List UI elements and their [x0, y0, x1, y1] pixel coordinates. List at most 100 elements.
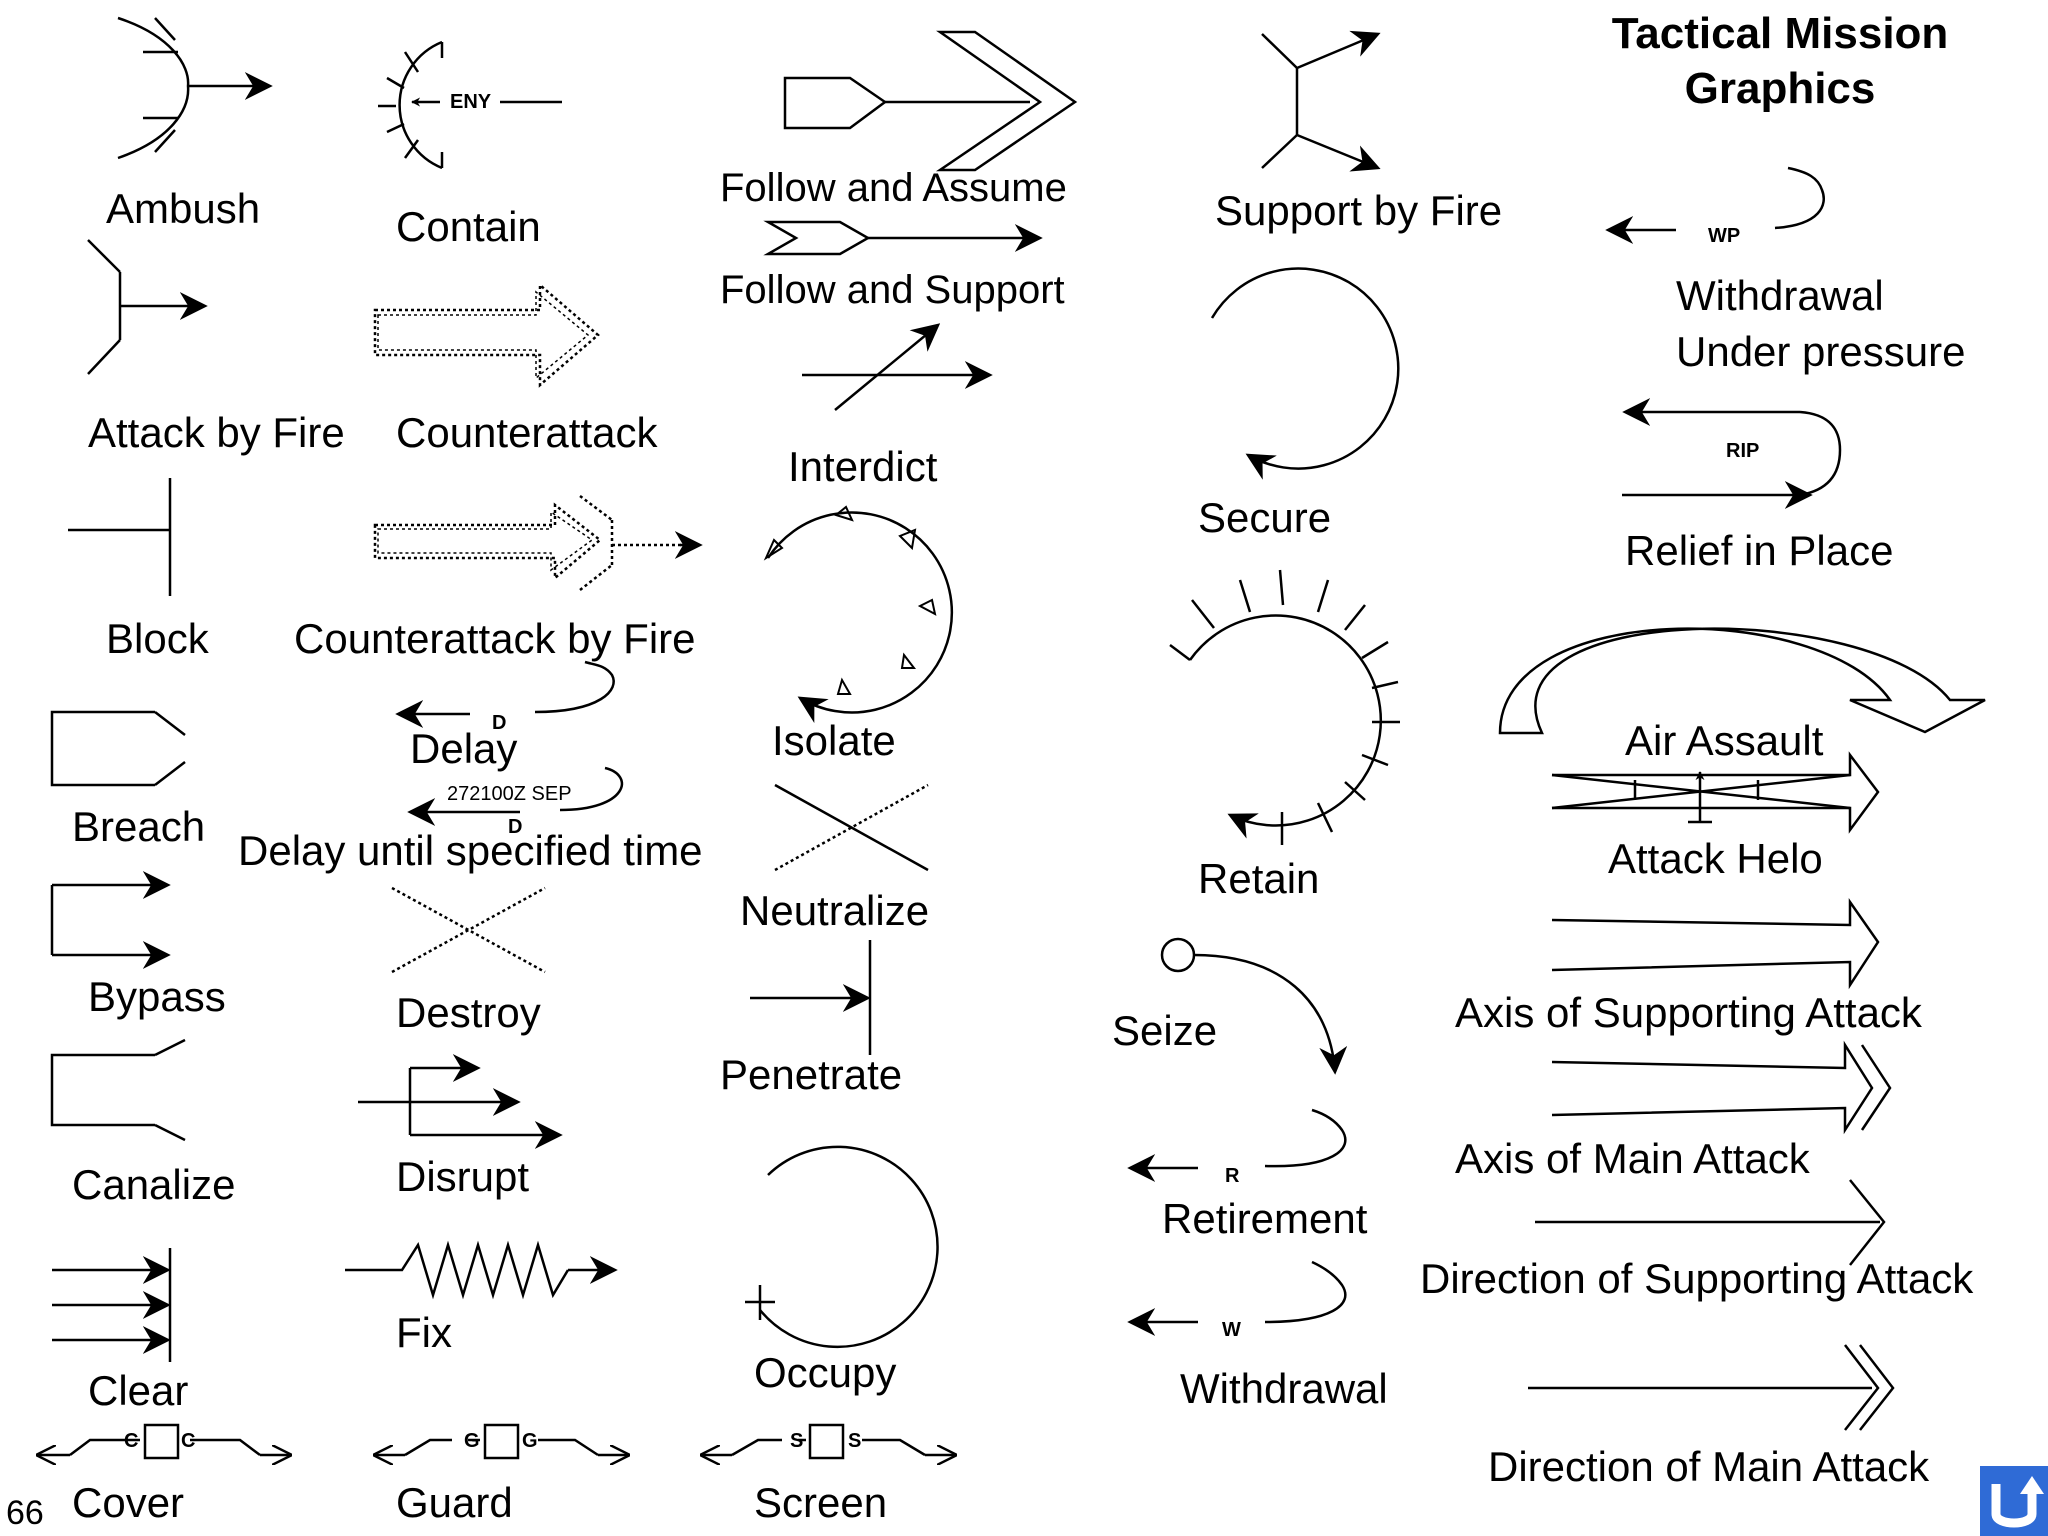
label-contain: Contain	[396, 203, 541, 250]
label-neutralize: Neutralize	[740, 887, 930, 934]
label-follow-support: Follow and Support	[720, 268, 1065, 312]
breach-symbol	[50, 710, 186, 787]
withdrawal-w-text: W	[1222, 1319, 1241, 1341]
neutralize-symbol	[774, 783, 929, 872]
screen-s-left-text: S	[790, 1430, 804, 1452]
withdrawal-symbol	[1127, 1260, 1347, 1336]
bypass-symbol	[50, 871, 171, 969]
counterattack-symbol	[373, 282, 600, 388]
penetrate-symbol	[750, 940, 872, 1055]
page-title: Tactical Mission Graphics	[1560, 6, 2000, 116]
destroy-symbol	[391, 886, 546, 974]
follow-support-symbol	[763, 220, 1043, 256]
label-axis-supporting: Axis of Supporting Attack	[1455, 989, 1922, 1036]
axis-supporting-attack-symbol	[1551, 898, 1880, 990]
label-direction-main: Direction of Main Attack	[1488, 1443, 1930, 1490]
air-assault-symbol	[1498, 627, 1986, 735]
label-bypass: Bypass	[88, 973, 226, 1020]
guard-g-right-text: G	[522, 1430, 538, 1452]
canalize-symbol	[50, 1038, 186, 1142]
label-counterattack-by-fire: Counterattack by Fire	[294, 615, 696, 662]
seize-symbol	[1160, 937, 1348, 1075]
label-follow-assume: Follow and Assume	[720, 166, 1067, 210]
interdict-symbol	[802, 323, 993, 411]
label-withdrawal-up-1: Withdrawal	[1676, 272, 1884, 319]
retirement-symbol	[1127, 1108, 1347, 1182]
fix-symbol	[345, 1240, 618, 1300]
withdrawal-up-wp-text: WP	[1708, 225, 1741, 247]
disrupt-symbol	[358, 1054, 563, 1149]
label-isolate: Isolate	[772, 717, 896, 764]
relief-in-place-symbol	[1622, 398, 1842, 509]
ambush-symbol	[117, 16, 273, 160]
label-support-by-fire: Support by Fire	[1215, 187, 1503, 234]
label-occupy: Occupy	[754, 1349, 897, 1396]
secure-symbol	[1210, 267, 1400, 480]
contain-eny-text: ENY	[450, 91, 492, 113]
label-delay: Delay	[410, 725, 518, 772]
label-breach: Breach	[72, 803, 206, 850]
support-by-fire-symbol	[1261, 30, 1381, 172]
label-canalize: Canalize	[72, 1161, 236, 1208]
label-clear: Clear	[88, 1367, 189, 1414]
cover-c-left-text: C	[124, 1430, 139, 1452]
label-direction-supporting: Direction of Supporting Attack	[1420, 1255, 1974, 1302]
label-attack-by-fire: Attack by Fire	[88, 409, 345, 456]
label-cover: Cover	[72, 1479, 185, 1526]
delay-symbol	[395, 660, 615, 728]
label-screen: Screen	[754, 1479, 888, 1526]
counterattack-by-fire-symbol	[373, 495, 690, 591]
cover-symbol	[38, 1423, 290, 1458]
label-axis-main: Axis of Main Attack	[1455, 1135, 1810, 1182]
label-block: Block	[106, 615, 209, 662]
label-seize: Seize	[1112, 1007, 1218, 1054]
label-secure: Secure	[1198, 494, 1332, 541]
label-destroy: Destroy	[396, 989, 541, 1036]
attack-helo-symbol	[1551, 751, 1880, 834]
direction-main-attack-symbol	[1528, 1344, 1895, 1431]
label-interdict: Interdict	[788, 443, 938, 490]
delay-dtg-text: 272100Z SEP	[447, 783, 572, 805]
label-withdrawal: Withdrawal	[1180, 1365, 1388, 1412]
label-withdrawal-up-2: Under pressure	[1676, 328, 1966, 375]
withdrawal-under-pressure-symbol	[1605, 166, 1825, 244]
clear-symbol	[52, 1248, 172, 1362]
label-relief-in-place: Relief in Place	[1625, 527, 1894, 574]
screen-symbol	[702, 1423, 955, 1458]
block-symbol	[68, 478, 172, 596]
label-guard: Guard	[396, 1479, 513, 1526]
return-up-arrow-icon	[1991, 1476, 2044, 1528]
retirement-r-text: R	[1225, 1165, 1240, 1187]
label-penetrate: Penetrate	[720, 1051, 903, 1098]
delay-d-text: D	[492, 712, 507, 734]
label-fix: Fix	[396, 1309, 452, 1356]
retain-symbol	[1169, 569, 1400, 845]
label-disrupt: Disrupt	[396, 1153, 530, 1200]
label-retain: Retain	[1198, 855, 1320, 902]
guard-g-left-text: G	[464, 1430, 480, 1452]
delay-until-d-text: D	[508, 816, 523, 838]
return-button[interactable]	[1980, 1466, 2048, 1536]
relief-rip-text: RIP	[1726, 440, 1760, 462]
label-delay-until: Delay until specified time	[238, 827, 703, 874]
screen-s-right-text: S	[848, 1430, 862, 1452]
label-air-assault: Air Assault	[1625, 717, 1824, 764]
isolate-symbol	[763, 505, 954, 724]
page-number: 66	[6, 1494, 44, 1532]
contain-symbol	[378, 40, 562, 170]
occupy-symbol	[745, 1145, 939, 1349]
cover-c-right-text: C	[181, 1430, 196, 1452]
label-ambush: Ambush	[106, 185, 261, 232]
guard-symbol	[375, 1423, 628, 1458]
axis-main-attack-symbol	[1551, 1040, 1892, 1135]
follow-assume-symbol	[783, 30, 1078, 172]
label-counterattack: Counterattack	[396, 409, 658, 456]
delay-until-symbol	[407, 766, 624, 826]
label-attack-helo: Attack Helo	[1608, 835, 1823, 882]
label-retirement: Retirement	[1162, 1195, 1368, 1242]
attack-by-fire-symbol	[87, 239, 208, 375]
page-title-text: Tactical Mission Graphics	[1611, 9, 1949, 113]
direction-supporting-attack-symbol	[1535, 1179, 1886, 1266]
